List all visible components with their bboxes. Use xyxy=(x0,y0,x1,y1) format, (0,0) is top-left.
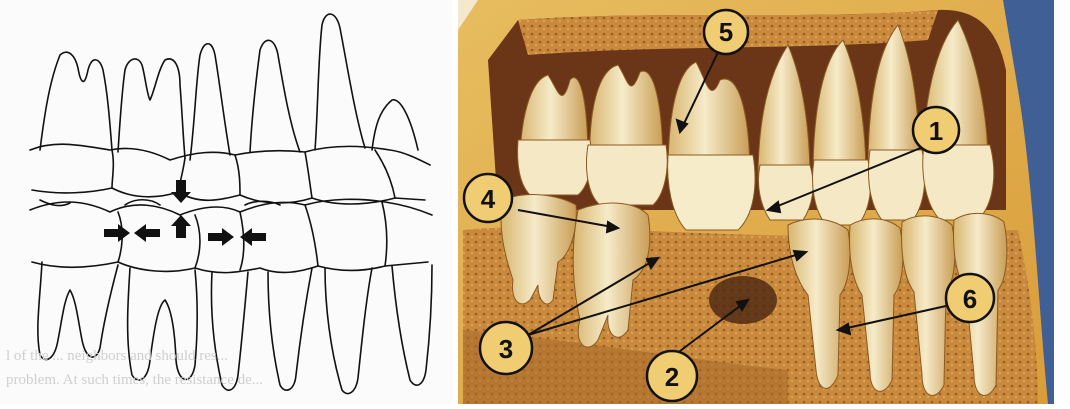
lower-molar-roots xyxy=(38,262,118,360)
left-arrow-icon xyxy=(134,224,160,242)
lower-crown-lower-edge xyxy=(32,262,428,273)
anatomical-illustration-panel: 5 1 4 6 3 xyxy=(458,0,1070,404)
callout-1: 1 xyxy=(913,107,959,153)
upper-molar-roots xyxy=(40,52,112,150)
callout-label-2: 2 xyxy=(665,362,679,392)
anatomical-illustration: 5 1 4 6 3 xyxy=(458,0,1070,404)
lower-occlusal-outline xyxy=(30,199,432,215)
up-arrow-icon xyxy=(171,215,191,238)
callout-label-3: 3 xyxy=(499,334,513,364)
down-arrow-icon xyxy=(171,180,191,203)
callout-label-5: 5 xyxy=(719,17,733,47)
callout-label-6: 6 xyxy=(963,284,977,314)
callout-5: 5 xyxy=(704,10,748,54)
callout-label-4: 4 xyxy=(481,184,496,214)
callout-3: 3 xyxy=(480,322,532,374)
upper-premolar-root-2 xyxy=(250,40,300,152)
upper-incisor-root xyxy=(372,100,418,150)
tooth-line-drawing xyxy=(0,0,452,404)
callout-label-1: 1 xyxy=(929,116,943,146)
callout-2: 2 xyxy=(647,351,697,401)
right-arrow-icon xyxy=(208,228,234,246)
faded-caption-line-2: problem. At such times, the resistance d… xyxy=(6,372,263,389)
lower-canine-root xyxy=(325,268,372,394)
callout-6: 6 xyxy=(946,274,994,322)
tooth-line-drawing-panel: l of the ... neighbors and should res...… xyxy=(0,0,452,404)
upper-crown-lower-edge xyxy=(32,188,425,204)
lower-premolar-root-2 xyxy=(268,268,312,390)
upper-premolar-root-1 xyxy=(190,44,230,160)
right-arrow-icon xyxy=(104,224,130,242)
upper-canine-root xyxy=(315,14,365,150)
lower-incisor-root xyxy=(392,265,432,385)
faded-caption-line-1: l of the ... neighbors and should res... xyxy=(6,348,228,365)
callout-4: 4 xyxy=(464,174,512,222)
upper-first-molar-roots xyxy=(118,59,185,158)
